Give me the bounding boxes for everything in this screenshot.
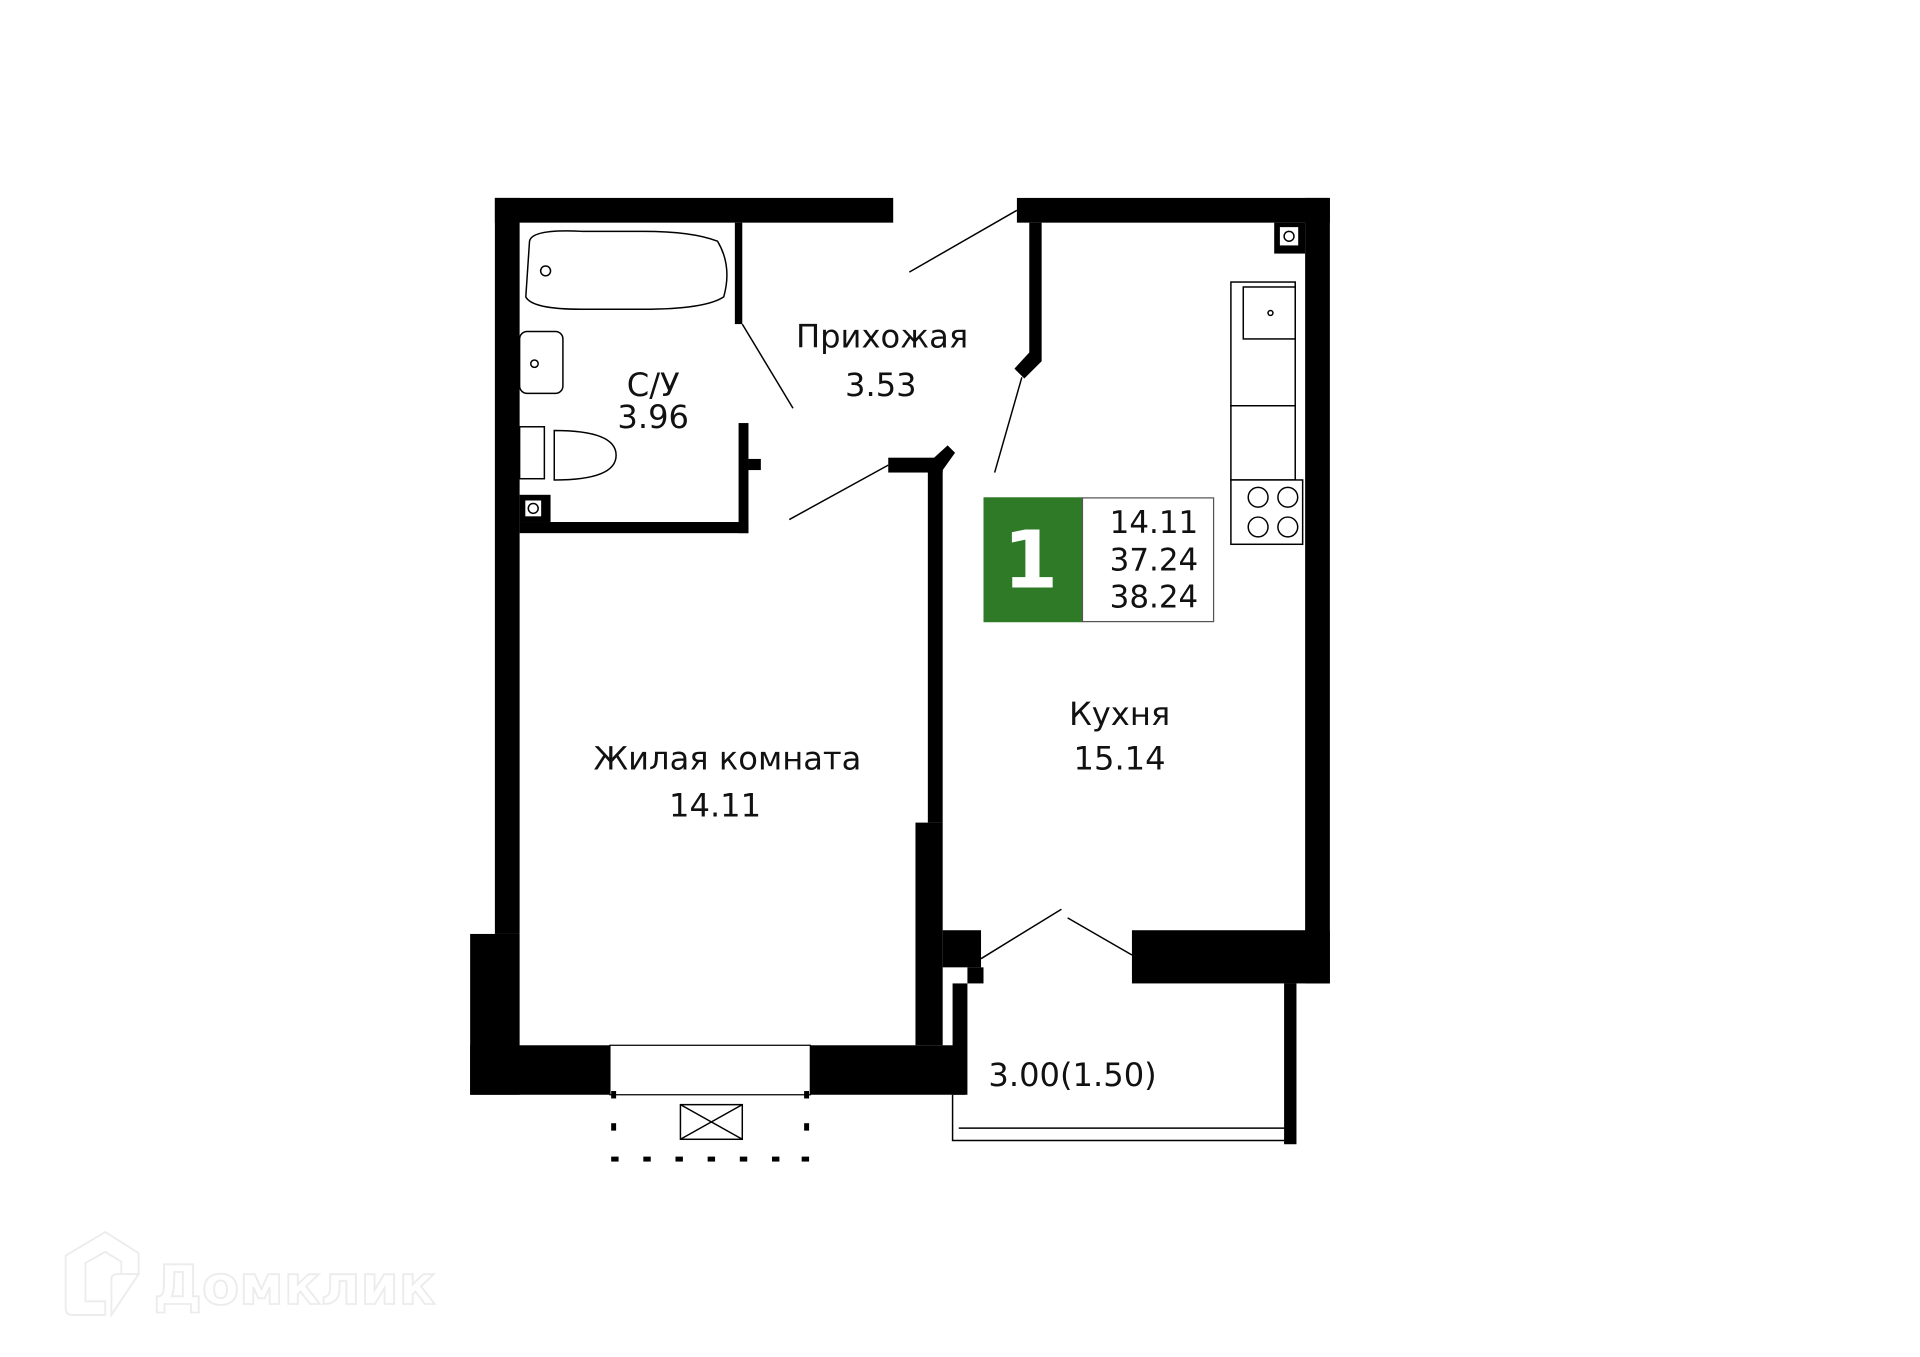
total-with-balcony-value: 38.24 — [1110, 579, 1198, 615]
living-room-area: 14.11 — [669, 786, 761, 824]
summary-badge: 1 14.11 37.24 38.24 — [983, 497, 1215, 623]
toilet-icon — [518, 426, 546, 480]
rooms-count: 1 — [1003, 515, 1058, 607]
domclick-watermark: Домклик — [64, 1230, 437, 1319]
dotted-outline — [611, 1091, 810, 1162]
hallway-name: Прихожая — [796, 318, 968, 356]
fixtures — [518, 225, 1304, 1142]
bathroom-area: 3.96 — [617, 398, 689, 436]
sink-icon — [518, 330, 564, 395]
walls — [470, 197, 1330, 1145]
bathtub-icon — [525, 230, 728, 310]
hallway-area: 3.53 — [845, 366, 917, 404]
living-area-value: 14.11 — [1110, 505, 1198, 541]
balcony-area: 3.00(1.50) — [988, 1056, 1156, 1094]
kitchen-area: 15.14 — [1074, 739, 1166, 777]
bathroom-name: С/У — [627, 366, 680, 404]
total-area-value: 37.24 — [1110, 542, 1198, 578]
window — [609, 1044, 811, 1096]
living-room-name: Жилая комната — [593, 739, 861, 777]
door-swings — [741, 209, 1133, 960]
watermark-text: Домклик — [153, 1253, 435, 1317]
kitchen-name: Кухня — [1069, 695, 1170, 733]
